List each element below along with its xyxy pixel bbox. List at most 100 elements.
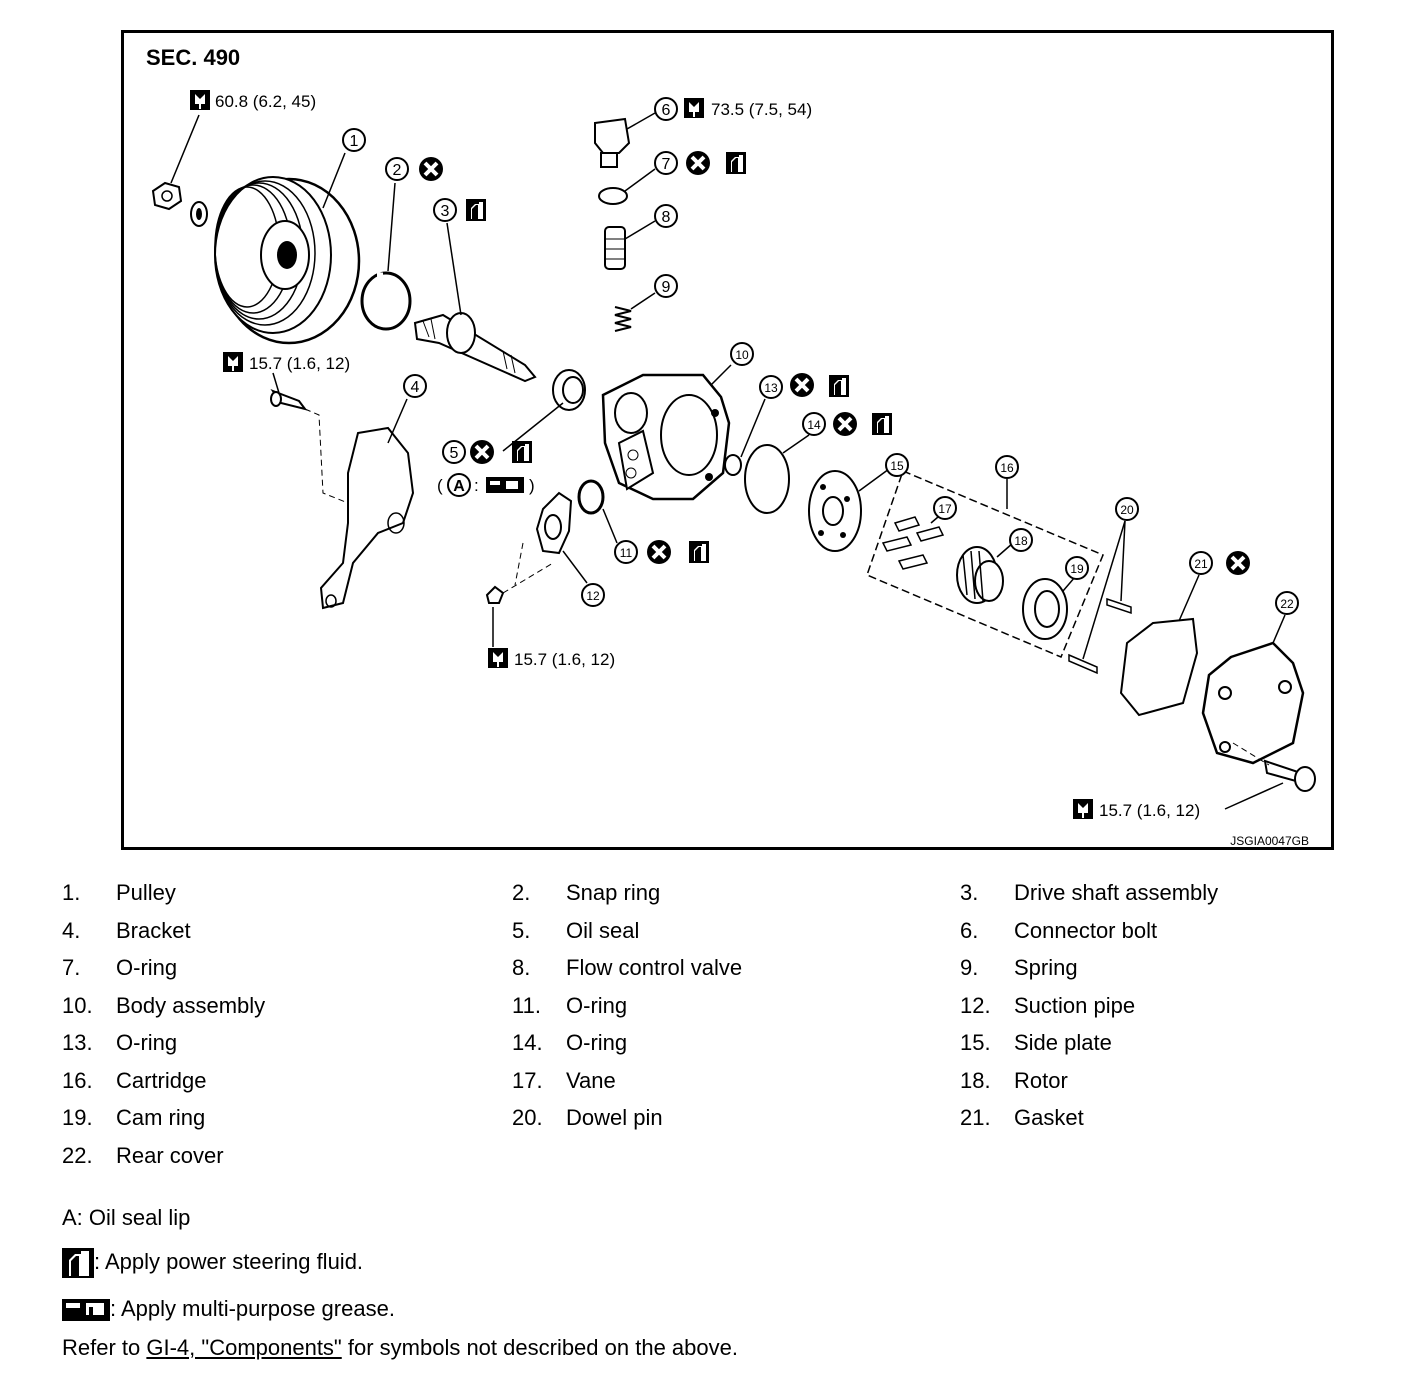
legend-item-name: Side plate (1014, 1030, 1112, 1055)
svg-text:17: 17 (938, 502, 952, 516)
callout-8: 8 (654, 204, 678, 228)
body-assembly-drawing (601, 373, 731, 501)
svg-text:11: 11 (620, 546, 633, 560)
suction-pipe-drawing (485, 491, 588, 604)
power-steering-fluid-icon (62, 1248, 94, 1278)
torque-spec-rear-cover-bolt: 15.7 (1.6, 12) (1099, 801, 1200, 820)
cartridge-outline (866, 469, 1104, 658)
legend-item-number: 5. (512, 917, 531, 943)
svg-text:1: 1 (350, 133, 359, 150)
callout-6: 6 (654, 97, 678, 121)
torque-spec-nut: 60.8 (6.2, 45) (215, 92, 316, 111)
legend-item-name: O-ring (566, 992, 628, 1018)
legend-item-number: 13. (62, 1030, 93, 1055)
torque-spec-connector-bolt: 73.5 (7.5, 54) (711, 100, 812, 119)
non-reusable-icon (645, 538, 673, 566)
legend-item-name: Dowel pin (566, 1105, 663, 1130)
callout-19: 19 (1065, 556, 1089, 580)
svg-text:19: 19 (1070, 562, 1084, 576)
legend-item-name: Connector bolt (1014, 917, 1158, 943)
svg-text:3: 3 (441, 203, 450, 220)
gi-4-components-link[interactable]: GI-4, "Components" (146, 1335, 342, 1360)
note-power-steering-fluid-text: : Apply power steering fluid. (94, 1248, 364, 1274)
callout-20: 20 (1115, 497, 1139, 521)
callout-16: 16 (995, 455, 1019, 479)
svg-text:10: 10 (735, 348, 749, 362)
legend-item-name: Rotor (1014, 1067, 1068, 1093)
callout-15: 15 (885, 453, 909, 477)
callout-21: 21 (1189, 551, 1213, 575)
legend-item-number: 15. (960, 1030, 991, 1055)
legend-item-name: Oil seal (566, 917, 640, 943)
callout-2: 2 (385, 157, 409, 181)
side-plate-drawing (808, 470, 862, 552)
legend-item-name: Pulley (116, 880, 176, 905)
legend-item-name: Flow control valve (566, 955, 743, 980)
bracket-drawing (270, 388, 415, 610)
legend-item-name: Rear cover (116, 1142, 224, 1168)
power-steering-fluid-icon (726, 152, 746, 174)
svg-text:7: 7 (662, 156, 671, 173)
legend-item-number: 7. (62, 955, 81, 980)
svg-text:2: 2 (393, 162, 402, 179)
legend-item-name: O-ring (566, 1030, 628, 1055)
o-ring-14-drawing (744, 444, 790, 514)
note-multi-purpose-grease: : Apply multi-purpose grease. (62, 1296, 395, 1322)
power-steering-fluid-icon (872, 413, 892, 435)
legend-item-number: 20. (512, 1105, 543, 1130)
callout-12: 12 (581, 583, 605, 607)
legend-item-number: 1. (62, 880, 81, 905)
legend-item-number: 2. (512, 880, 531, 905)
legend-item-number: 10. (62, 992, 93, 1018)
svg-text:18: 18 (1014, 534, 1028, 548)
legend-item-number: 12. (960, 992, 991, 1018)
rear-cover-drawing (1201, 641, 1316, 792)
connector-bolt-drawing (594, 117, 631, 168)
note-power-steering-fluid: : Apply power steering fluid. (62, 1248, 363, 1278)
svg-text:8: 8 (662, 209, 671, 226)
pulley-nut (151, 181, 208, 227)
legend-item-number: 4. (62, 917, 81, 943)
legend-item-number: 18. (960, 1067, 991, 1093)
legend-item-number: 19. (62, 1105, 93, 1130)
svg-text:16: 16 (1000, 461, 1014, 475)
callout-5: 5 (442, 440, 466, 464)
tightening-torque-icon (190, 90, 210, 110)
power-steering-fluid-icon (512, 441, 532, 463)
o-ring-7-drawing (598, 187, 628, 205)
power-steering-fluid-icon (689, 541, 709, 563)
legend-item-name: Gasket (1014, 1105, 1084, 1130)
legend-item-number: 6. (960, 917, 979, 943)
legend-item-name: Suction pipe (1014, 992, 1136, 1018)
svg-text:4: 4 (411, 379, 420, 396)
cam-ring-drawing (1022, 578, 1068, 640)
legend-item-number: 14. (512, 1030, 543, 1055)
svg-text:15: 15 (890, 459, 904, 473)
svg-text:6: 6 (662, 102, 671, 119)
legend-item-number: 21. (960, 1105, 991, 1130)
non-reusable-icon (468, 438, 496, 466)
rotor-drawing (956, 546, 1004, 604)
legend-item-number: 8. (512, 955, 531, 980)
torque-spec-bracket-bolt: 15.7 (1.6, 12) (249, 354, 350, 373)
callout-18: 18 (1009, 528, 1033, 552)
legend-item-name: O-ring (116, 955, 178, 980)
multi-purpose-grease-icon (62, 1299, 110, 1322)
svg-text:12: 12 (586, 589, 600, 603)
drive-shaft-drawing (413, 312, 537, 383)
non-reusable-icon (417, 155, 445, 183)
svg-text:14: 14 (807, 418, 821, 432)
legend-item-name: Body assembly (116, 992, 266, 1018)
legend-item-name: Drive shaft assembly (1014, 880, 1219, 905)
power-steering-fluid-icon (829, 375, 849, 397)
callout-22: 22 (1275, 591, 1299, 615)
legend-item-number: 22. (62, 1142, 93, 1168)
note-oil-seal-lip: A: Oil seal lip (62, 1205, 191, 1230)
callout-10: 10 (730, 342, 754, 366)
legend-item-number: 11. (512, 992, 541, 1018)
callout-17: 17 (933, 496, 957, 520)
section-label: SEC. 490 (146, 45, 240, 70)
callout-4: 4 (403, 374, 427, 398)
legend-item-name: Spring (1014, 955, 1078, 980)
legend-item-number: 17. (512, 1067, 543, 1093)
